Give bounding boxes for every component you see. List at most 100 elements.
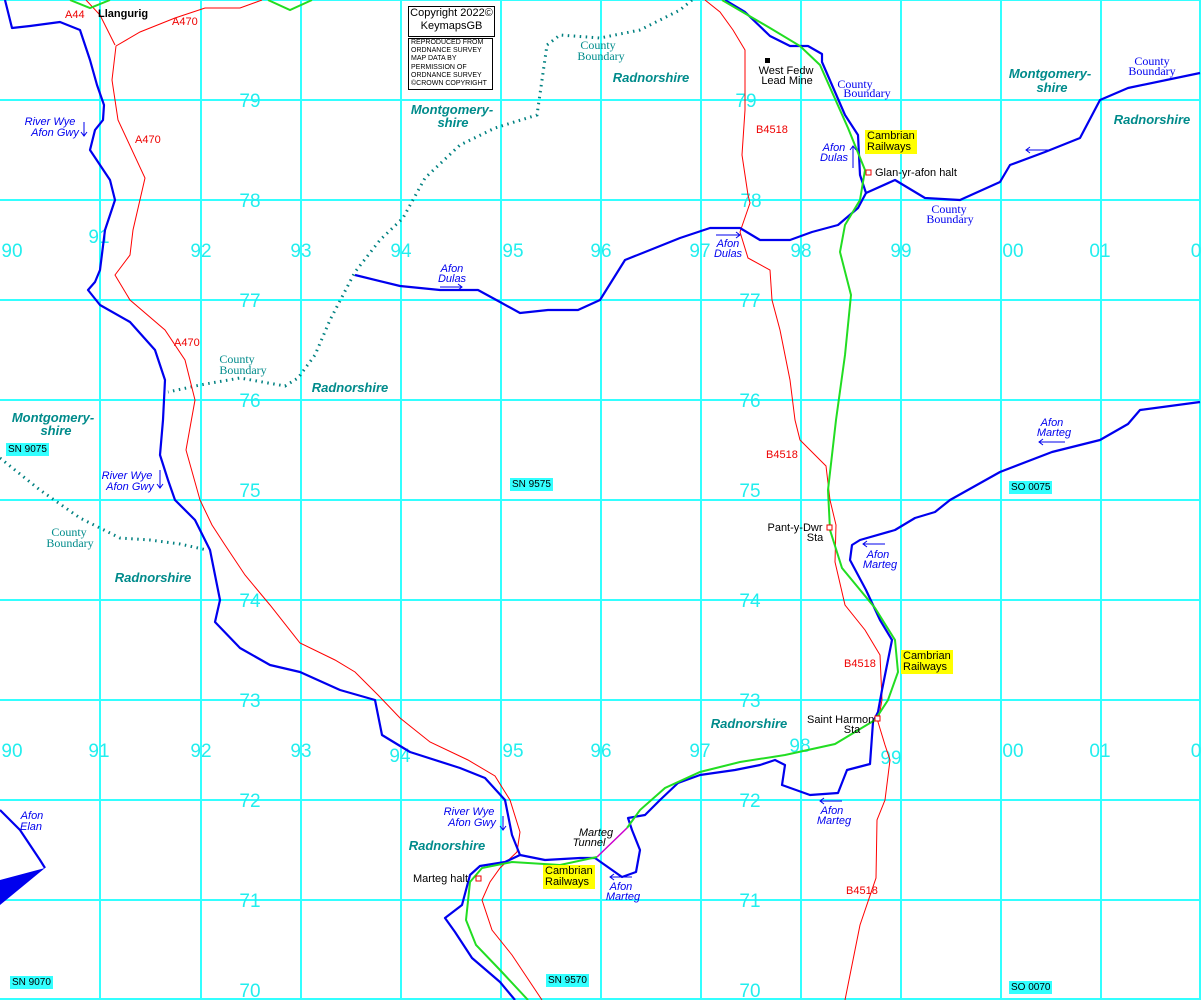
northing-label: 77: [239, 291, 260, 312]
county-radnorshire: Radnorshire: [613, 70, 690, 85]
northing-label: 72: [739, 791, 760, 812]
northing-label: 71: [739, 891, 760, 912]
county-montgomeryshire: shire: [437, 115, 468, 130]
northing-label: 73: [239, 691, 260, 712]
northing-labels-right: 79 78 77 76 75 74 73 72 71 70: [735, 91, 761, 1000]
railway-label-line: Cambrian: [867, 130, 915, 142]
river-wye-label: Afon Gwy: [30, 127, 80, 139]
county-boundary-label: County: [931, 202, 966, 216]
river-wye: [3, 0, 522, 1000]
grid-ref-label: SN 9570: [546, 974, 589, 987]
road-label-a470: A470: [135, 134, 161, 146]
county-boundary-label: Boundary: [926, 212, 973, 226]
railway-top-arc: [267, 0, 313, 12]
easting-label: 98: [789, 736, 810, 757]
road-label-a470: A470: [174, 337, 200, 349]
county-boundary-label: County: [1134, 54, 1169, 68]
grid-ref-label: SO 0075: [1009, 481, 1053, 494]
river-dulas-label: Afon: [822, 142, 846, 154]
railway-label-line: Railways: [867, 141, 912, 153]
northing-label: 70: [239, 981, 260, 1000]
station-marker: [865, 169, 872, 176]
road-label-b4518: B4518: [756, 124, 788, 136]
easting-label: 91: [88, 227, 109, 248]
county-boundary-label: County: [51, 525, 86, 539]
northing-label: 73: [739, 691, 760, 712]
marteg-tunnel-label: Tunnel: [573, 837, 606, 849]
county-montgomeryshire: shire: [1036, 80, 1067, 95]
county-boundary-river: [865, 71, 1201, 202]
county-radnorshire: Radnorshire: [409, 838, 486, 853]
county-boundary-north: [167, 0, 693, 394]
road-label-b4518: B4518: [846, 885, 878, 897]
railway-label-line: Cambrian: [545, 865, 593, 877]
permission-line: ORDNANCE SURVEY: [411, 47, 482, 55]
river-marteg-label: Marteg: [1037, 427, 1072, 439]
easting-label: 01: [1089, 241, 1110, 262]
station-pant-y-dwr: Sta: [807, 532, 824, 544]
northing-label: 78: [740, 191, 761, 212]
county-montgomeryshire: Montgomery-: [411, 102, 493, 117]
easting-label: 92: [190, 741, 211, 762]
county-boundary-label: Boundary: [219, 363, 266, 377]
easting-label: 93: [290, 741, 311, 762]
northing-label: 76: [239, 391, 260, 412]
railway-label-line: Cambrian: [903, 650, 951, 662]
permission-line: REPRODUCED FROM: [411, 39, 484, 46]
river-wye-label: Afon Gwy: [447, 817, 497, 829]
river-marteg-label: Marteg: [606, 891, 641, 903]
copyright-owner: KeymapsGB: [420, 20, 483, 32]
station-pant-y-dwr: Pant-y-Dwr: [767, 522, 822, 534]
permission-box: REPRODUCED FROM ORDNANCE SURVEY MAP DATA…: [408, 38, 493, 90]
easting-label: 99: [890, 241, 911, 262]
county-radnorshire: Radnorshire: [711, 716, 788, 731]
easting-label: 94: [389, 746, 411, 767]
river-dulas-label: Afon: [716, 238, 740, 250]
river-marteg-label: Afon: [609, 881, 633, 893]
station-saint-harmon: Sta: [844, 724, 861, 736]
easting-label: 94: [390, 241, 412, 262]
easting-label: 90: [1, 241, 22, 262]
easting-label: 99: [880, 748, 901, 769]
road-label-a44: A44: [65, 9, 85, 21]
northing-label: 75: [739, 481, 760, 502]
grid-ref-label: SO 0070: [1009, 981, 1053, 994]
county-montgomeryshire: shire: [40, 423, 71, 438]
county-boundary-label: County: [219, 352, 254, 366]
easting-label: 95: [502, 741, 523, 762]
railway-label-line: Railways: [903, 661, 948, 673]
river-wye-label: River Wye: [25, 116, 76, 128]
road-label-b4518: B4518: [766, 449, 798, 461]
northing-label: 77: [739, 291, 760, 312]
river-marteg-label: Afon: [866, 549, 890, 561]
county-boundary-west: [0, 456, 208, 552]
river-elan-water: [0, 868, 45, 905]
permission-line: ©CROWN COPYRIGHT: [411, 80, 487, 88]
permission-line: PERMISSION OF: [411, 63, 467, 71]
river-dulas-label: Dulas: [438, 273, 467, 285]
river-elan-label: Elan: [20, 821, 42, 833]
station-marker: [826, 524, 833, 531]
northing-labels-left: 79 78 77 76 75 74 73 72 71 70: [239, 91, 261, 1000]
marteg-tunnel-line: [596, 827, 628, 858]
mine-marker: [765, 58, 770, 63]
station-saint-harmon: Saint Harmon: [807, 714, 874, 726]
easting-labels-lower: 90 91 92 93 94 95 96 97 98 99 00 01 0: [1, 736, 1201, 769]
river-wye-label: River Wye: [444, 806, 495, 818]
easting-label: 96: [590, 241, 611, 262]
railway-top-arc: [69, 0, 111, 10]
grid-ref-label: SN 9070: [10, 976, 53, 989]
station-glan-yr-afon: Glan-yr-afon halt: [875, 167, 957, 179]
easting-label: 90: [1, 741, 22, 762]
county-boundary-label: Boundary: [46, 536, 93, 550]
river-elan: [0, 809, 46, 869]
easting-label: 95: [502, 241, 523, 262]
river-marteg-label: Marteg: [863, 559, 898, 571]
easting-label: 98: [790, 241, 811, 262]
river-wye-label: Afon Gwy: [105, 481, 155, 493]
